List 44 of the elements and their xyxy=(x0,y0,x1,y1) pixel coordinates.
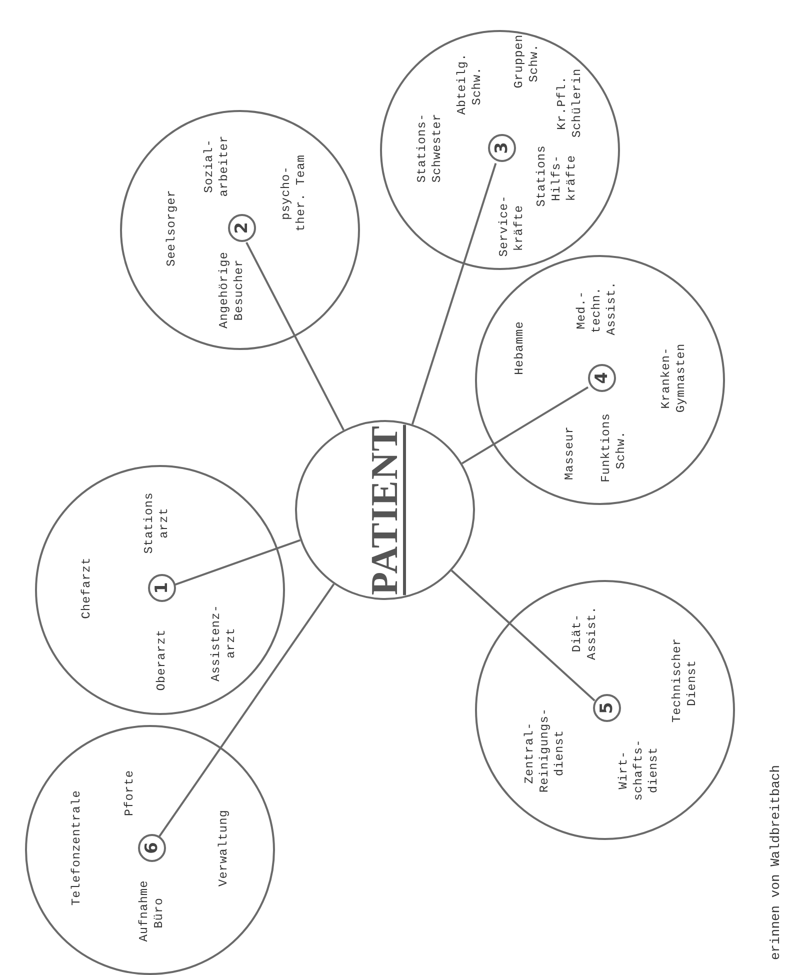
role-label: Hebamme xyxy=(512,320,528,377)
role-label: Oberarzt xyxy=(154,628,170,692)
number-badge: 4 xyxy=(588,364,616,392)
number-badge: 1 xyxy=(148,574,176,602)
role-label: Service- kräfte xyxy=(497,199,527,257)
role-label: Kranken- Gymnasten xyxy=(659,342,689,414)
patient-label: PATIENT xyxy=(363,424,407,596)
group-circle xyxy=(380,30,620,270)
group-circle xyxy=(475,580,735,840)
role-label: Kr.Pfl. Schülerin xyxy=(555,67,585,139)
role-label: Masseur xyxy=(562,425,578,482)
number-badge: 5 xyxy=(593,694,621,722)
role-label: Pforte xyxy=(122,768,138,818)
role-label: Assistenz- arzt xyxy=(209,604,239,683)
number-badge: 2 xyxy=(228,214,256,242)
connector-line xyxy=(411,163,497,425)
number-badge: 6 xyxy=(138,834,166,862)
patient-circle xyxy=(295,420,475,600)
number-badge: 3 xyxy=(488,134,516,162)
role-label: Aufnahme Büro xyxy=(137,884,167,942)
connector-line xyxy=(157,583,335,840)
connector-line xyxy=(462,386,589,464)
group-circle xyxy=(475,255,725,505)
role-label: Telefonzentrale xyxy=(70,790,84,906)
role-label: Med.- techn. Assist. xyxy=(574,284,620,336)
group-circle xyxy=(25,725,275,975)
footer-text: erinnen von Waldbreitbach xyxy=(768,764,783,960)
role-label: Gruppen Schw. xyxy=(512,38,542,88)
connector-line xyxy=(450,570,596,702)
role-label: Diät- Assist. xyxy=(570,605,600,662)
role-label: Seelsorger xyxy=(164,188,180,268)
role-label: Stations arzt xyxy=(142,491,172,556)
role-label: Stations Hilfs- kräfte xyxy=(534,149,580,207)
role-label: Stations- Schwester xyxy=(415,112,445,184)
role-label: Angehörige Besucher xyxy=(217,250,247,330)
group-circle xyxy=(120,110,360,350)
role-label: Abteilg. Schw. xyxy=(455,57,485,115)
role-label: Verwaltung xyxy=(216,808,232,888)
group-circle xyxy=(35,465,285,715)
role-label: Wirt- schafts- dienst xyxy=(616,738,662,802)
connector-line xyxy=(246,242,344,431)
role-label: Sozial- arbeiter xyxy=(202,134,232,198)
role-label: psycho-ther. Team xyxy=(279,154,309,234)
role-label: Chefarzt xyxy=(80,556,94,621)
